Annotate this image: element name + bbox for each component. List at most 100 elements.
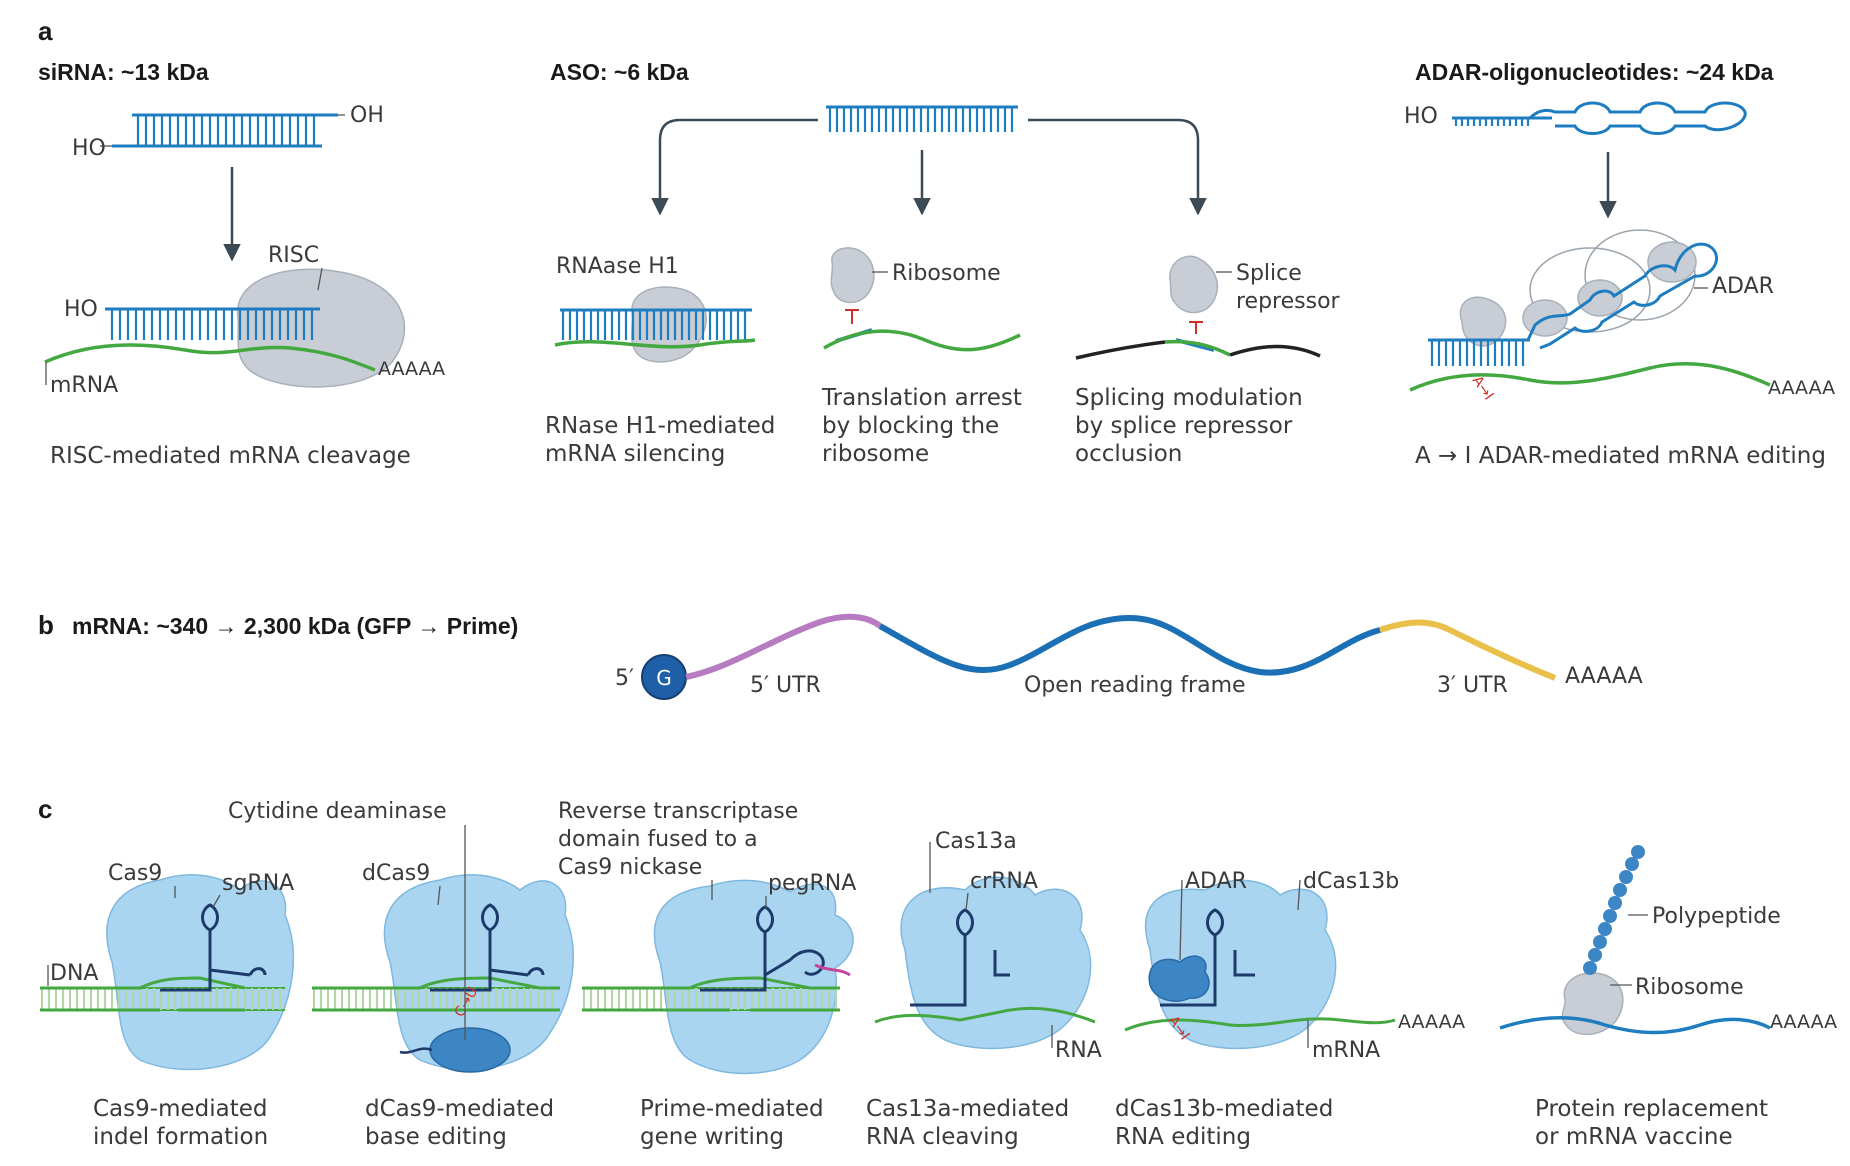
polypeptide-chain [1583, 845, 1645, 975]
prime-rt-label-3: Cas9 nickase [558, 855, 702, 880]
sirna-oh-label: OH [350, 103, 384, 128]
crrna-label: crRNA [970, 869, 1038, 894]
cas13b-mrna-label: mRNA [1312, 1038, 1380, 1063]
vaccine-ribosome-label: Ribosome [1635, 975, 1744, 1000]
splice-caption-2: by splice repressor [1075, 413, 1293, 439]
sirna-caption: RISC-mediated mRNA cleavage [50, 443, 411, 469]
mrna-polya-label: AAAAA [1565, 664, 1643, 689]
risc-label: RISC [268, 243, 319, 268]
sirna-duplex [100, 115, 345, 146]
vaccine-mrna [1500, 1018, 1770, 1033]
cas9-caption-2: indel formation [93, 1124, 268, 1150]
panel-b: b mRNA: ~340 → 2,300 kDa (GFP → Prime) 5… [38, 610, 1643, 699]
prime-editor-diagram: Reverse transcriptase domain fused to a … [558, 799, 856, 1150]
five-prime-label: 5′ [615, 666, 634, 691]
mrna-title: mRNA: ~340 → 2,300 kDa (GFP → Prime) [72, 613, 518, 639]
vaccine-ribosome [1562, 973, 1622, 1034]
splice-exon [1165, 342, 1230, 355]
prime-rt-label-2: domain fused to a [558, 827, 758, 852]
cas13b-polya-label: AAAAA [1398, 1011, 1465, 1033]
utr5-segment [686, 617, 880, 677]
pegrna-label: pegRNA [768, 871, 856, 896]
aso-title: ASO: ~6 kDa [550, 59, 689, 85]
sirna-mrna-label: mRNA [50, 373, 118, 398]
vaccine-diagram: Polypeptide Ribosome AAAAA Protein repla… [1500, 845, 1837, 1150]
cas13b-adar-label: ADAR [1185, 869, 1247, 894]
dcas13b-diagram: A→I ADAR dCas13b mRNA AAAAA dCas13b-medi… [1115, 869, 1465, 1150]
sirna-guide-strand [105, 309, 320, 340]
splice-label-1: Splice [1236, 261, 1302, 286]
dcas13b-label: dCas13b [1303, 869, 1399, 894]
vaccine-caption-2: or mRNA vaccine [1535, 1124, 1733, 1150]
panel-a-label: a [38, 16, 53, 46]
dcas9-label: dCas9 [362, 861, 430, 886]
cas13a-caption-1: Cas13a-mediated [866, 1096, 1069, 1122]
cytidine-deaminase-domain [430, 1028, 510, 1072]
adar-caption: A → I ADAR-mediated mRNA editing [1415, 443, 1826, 469]
translation-caption-1: Translation arrest [821, 385, 1022, 411]
adar-ho-label: HO [1404, 104, 1438, 129]
prime-rt-label-1: Reverse transcriptase [558, 799, 798, 824]
base-caption-1: dCas9-mediated [365, 1096, 554, 1122]
cas13b-caption-1: dCas13b-mediated [1115, 1096, 1333, 1122]
base-caption-2: base editing [365, 1124, 507, 1150]
panel-c: c Cas9 sgRNA DNA Cas9-mediated indel for… [38, 794, 1837, 1150]
adar-section: ADAR-oligonucleotides: ~24 kDa HO A→I AD… [1404, 59, 1835, 469]
sirna-title: siRNA: ~13 kDa [38, 59, 209, 85]
utr3-segment [1380, 623, 1555, 679]
panel-c-label: c [38, 794, 52, 824]
utr3-label: 3′ UTR [1437, 673, 1508, 698]
splice-label-2: repressor [1236, 289, 1341, 314]
adar-polya-label: AAAAA [1768, 377, 1835, 399]
cas9-caption-1: Cas9-mediated [93, 1096, 267, 1122]
prime-caption-1: Prime-mediated [640, 1096, 824, 1122]
cas9-protein-label: Cas9 [108, 861, 162, 886]
sirna-polya-label: AAAAA [378, 358, 445, 380]
sirna-section: siRNA: ~13 kDa OH HO RISC HO mRNA AAAAA … [38, 59, 445, 469]
adar-target-mrna [1410, 364, 1770, 390]
ribosome-blocked [831, 248, 874, 302]
aso-section: ASO: ~6 kDa RNAase H1 RNase H1-mediated … [545, 59, 1341, 467]
cytidine-deaminase-label: Cytidine deaminase [228, 799, 447, 824]
rnase-caption-2: mRNA silencing [545, 441, 725, 467]
dna-label: DNA [50, 961, 98, 986]
cas13a-caption-2: RNA cleaving [866, 1124, 1019, 1150]
splice-caption-3: occlusion [1075, 441, 1182, 467]
utr5-label: 5′ UTR [750, 673, 821, 698]
aso-arrow-left [660, 120, 818, 212]
intron-right [1230, 346, 1320, 356]
vaccine-polya-label: AAAAA [1770, 1011, 1837, 1033]
sirna-ho-bottom-label: HO [64, 297, 98, 322]
adar-label: ADAR [1712, 274, 1774, 299]
adar-title: ADAR-oligonucleotides: ~24 kDa [1415, 59, 1774, 85]
aso-oligo [826, 107, 1018, 132]
ribosome-target-mrna [824, 331, 1020, 350]
adar-edit-mark: A→I [1469, 373, 1497, 403]
orf-segment [880, 618, 1380, 673]
rnase-caption-1: RNase H1-mediated [545, 413, 775, 439]
cas13a-label: Cas13a [935, 829, 1017, 854]
translation-caption-2: by blocking the [822, 413, 999, 439]
adar-oligo [1452, 103, 1745, 134]
cas13a-rna-label: RNA [1055, 1038, 1102, 1063]
splice-caption-1: Splicing modulation [1075, 385, 1303, 411]
translation-caption-3: ribosome [822, 441, 929, 467]
splice-repressor [1170, 256, 1218, 312]
orf-label: Open reading frame [1024, 673, 1246, 698]
adar-binding-domain-2 [1578, 280, 1622, 316]
panel-b-label: b [38, 610, 54, 640]
prime-caption-2: gene writing [640, 1124, 784, 1150]
adar-domain [1149, 956, 1209, 1001]
intron-left [1076, 342, 1165, 358]
cas9-diagram: Cas9 sgRNA DNA Cas9-mediated indel forma… [40, 861, 294, 1150]
sirna-ho-label: HO [72, 136, 106, 161]
sgrna-label: sgRNA [222, 871, 294, 896]
polypeptide-label: Polypeptide [1652, 904, 1781, 929]
cas13b-caption-2: RNA editing [1115, 1124, 1251, 1150]
ribosome-label: Ribosome [892, 261, 1001, 286]
vaccine-caption-1: Protein replacement [1535, 1096, 1768, 1122]
cas13a-diagram: Cas13a crRNA RNA Cas13a-mediated RNA cle… [866, 829, 1102, 1150]
rnase-label: RNAase H1 [556, 254, 679, 279]
aso-arrow-right [1028, 120, 1198, 212]
